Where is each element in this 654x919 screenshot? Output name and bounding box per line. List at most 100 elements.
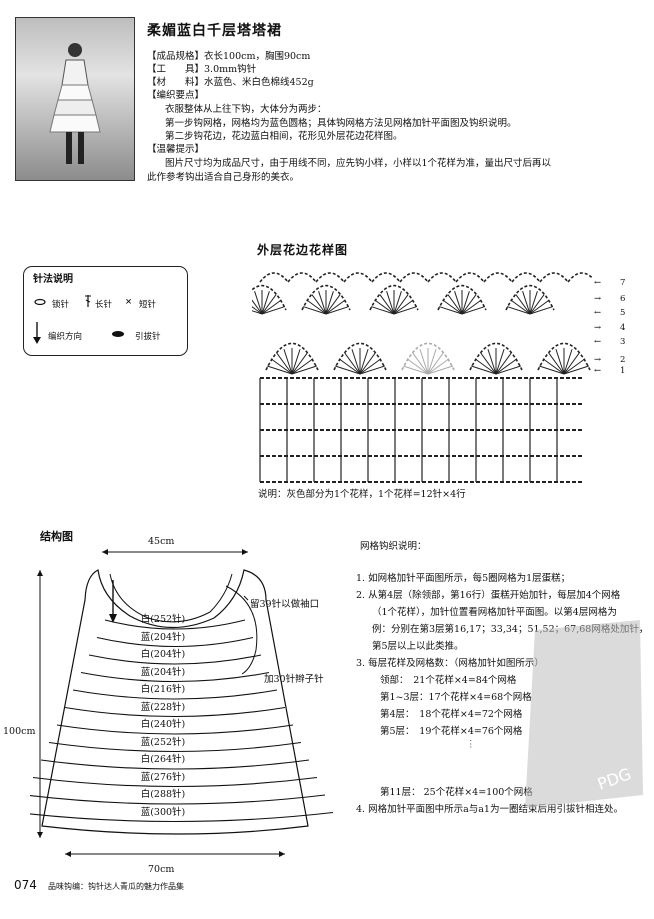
tier-line bbox=[32, 776, 318, 788]
fan-edge bbox=[265, 342, 319, 371]
sleeve-note: 留39针以做袖口 bbox=[250, 599, 320, 610]
fan-stitch bbox=[374, 299, 395, 315]
chain-stitch-icon bbox=[34, 298, 46, 306]
spec-size: 【成品规格】衣长100cm，胸围90cm bbox=[147, 51, 311, 62]
fan-stitch bbox=[419, 349, 429, 375]
garment-photo bbox=[15, 17, 135, 181]
fan-stitch bbox=[267, 365, 293, 375]
scallop-edge bbox=[483, 272, 513, 283]
row-number-1: 1 bbox=[620, 366, 626, 376]
fan-stitch bbox=[442, 299, 463, 315]
fan-stitch bbox=[412, 352, 429, 375]
tier-label: 白(240针) bbox=[140, 719, 186, 730]
fan-stitch bbox=[439, 306, 463, 315]
fan-stitch bbox=[563, 365, 589, 375]
tier-label: 蓝(228针) bbox=[140, 701, 186, 713]
fan-stitch bbox=[427, 352, 444, 375]
crochet-pattern-chart bbox=[252, 272, 592, 483]
fan-stitch bbox=[252, 306, 263, 315]
fan-stitch bbox=[325, 299, 346, 315]
fan-stitch bbox=[276, 352, 293, 375]
fan-stitch bbox=[351, 349, 361, 375]
note-item-2b: （1个花样），加针位置看网格加针平面图。以第4层网格为 bbox=[372, 607, 617, 618]
fan-stitch bbox=[291, 365, 317, 375]
note-layer-11: 第11层： 25个花样×4=100个网格 bbox=[380, 787, 533, 798]
fan-stitch bbox=[529, 294, 545, 315]
note-item-3: 3. 每层花样及网格数：（网格加针如图所示） bbox=[356, 658, 544, 669]
model-figure-icon bbox=[49, 43, 101, 164]
legend-direction: 编织方向 bbox=[48, 332, 83, 342]
fan-stitch bbox=[254, 291, 263, 315]
fan-stitch bbox=[393, 294, 409, 315]
fan-stitch bbox=[427, 358, 450, 375]
fan-edge bbox=[369, 284, 419, 311]
note-layer-4: 第4层： 18个花样×4=72个网格 bbox=[380, 709, 523, 720]
spec-material: 【材 料】水蓝色、米白色棉线452g bbox=[147, 77, 314, 88]
top-width-label: 45cm bbox=[148, 536, 175, 547]
fan-stitch bbox=[359, 358, 382, 375]
row-number-7: 7 bbox=[620, 278, 626, 288]
tier-line bbox=[104, 619, 246, 630]
tier-line bbox=[30, 811, 334, 823]
fan-stitch bbox=[325, 291, 334, 315]
row-number-4: 4 bbox=[620, 323, 626, 333]
scallop-edge bbox=[511, 272, 541, 283]
note-item-2a: 2. 从第4层（除领部，第16行）蛋糕开始加针，每层加4个网格 bbox=[356, 590, 621, 601]
fan-stitch bbox=[261, 294, 277, 315]
watermark-seal: PDG bbox=[525, 620, 643, 808]
pattern-caption: 说明：灰色部分为1个花样，1个花样=12针×4行 bbox=[258, 489, 466, 500]
tips-line-2: 此作参考钩出适合自己身形的美衣。 bbox=[147, 172, 300, 183]
fan-stitch bbox=[252, 310, 263, 315]
point-2: 第一步钩网格，网格均为蓝色圆格；具体钩网格方法见网格加针平面图及钩织说明。 bbox=[165, 118, 517, 129]
scallop-edge bbox=[455, 272, 485, 283]
fan-stitch bbox=[461, 306, 485, 315]
fan-stitch bbox=[447, 294, 463, 315]
structure-title: 结构图 bbox=[40, 530, 73, 543]
tier-line bbox=[48, 741, 302, 753]
scallop-edge bbox=[287, 272, 317, 283]
point-3: 第二步钩花边，花边蓝白相间，花形见外层花边花样图。 bbox=[165, 131, 403, 142]
fan-stitch bbox=[474, 358, 497, 375]
note-layer-5: 第5层： 19个花样×4=76个网格 bbox=[380, 726, 523, 737]
fan-stitch bbox=[291, 358, 314, 375]
row-number-2: 2 bbox=[620, 355, 626, 365]
tier-line bbox=[80, 671, 270, 683]
row-number-list: ← 7 → 6 ← 5 → 4 ← 3 → 2 ← 1 bbox=[594, 278, 634, 378]
fan-stitch bbox=[386, 291, 395, 315]
fan-edge bbox=[252, 284, 287, 311]
structure-diagram bbox=[30, 549, 334, 857]
fan-stitch bbox=[283, 349, 293, 375]
fan-stitch bbox=[454, 291, 463, 315]
scallop-edge bbox=[567, 272, 592, 283]
scallop-edge bbox=[315, 272, 345, 283]
spec-points-label: 【编织要点】 bbox=[147, 90, 205, 101]
row-arrow-2: → bbox=[594, 355, 602, 365]
tier-line bbox=[72, 689, 278, 700]
tier-label: 白(252针) bbox=[140, 614, 186, 625]
double-crochet-icon bbox=[85, 295, 91, 307]
note-item-2c: 例：分别在第3层第16,17；33,34；51,52；67,68网格处加针， bbox=[372, 624, 649, 635]
fan-stitch bbox=[325, 306, 349, 315]
height-label: 100cm bbox=[3, 726, 36, 737]
fan-stitch bbox=[563, 358, 586, 375]
note-neck: 领部： 21个花样×4=84个网格 bbox=[380, 675, 517, 686]
legend-slip: 引拔针 bbox=[135, 332, 161, 342]
fan-stitch bbox=[270, 358, 293, 375]
row-number-6: 6 bbox=[620, 294, 626, 304]
fan-stitch bbox=[539, 365, 565, 375]
tier-label: 白(288针) bbox=[140, 789, 186, 800]
scallop-edge bbox=[399, 272, 429, 283]
pattern-title: 外层花边花样图 bbox=[257, 243, 349, 257]
fan-stitch bbox=[393, 306, 417, 315]
tips-line-1: 图片尺寸均为成品尺寸，由于用线不同，应先钩小样，小样以1个花样为准，量出尺寸后再… bbox=[165, 158, 552, 169]
tier-line bbox=[40, 759, 310, 770]
fan-stitch bbox=[344, 352, 361, 375]
row-number-3: 3 bbox=[620, 337, 626, 347]
vertical-ellipsis-icon: ⋮ bbox=[466, 739, 476, 750]
fan-stitch bbox=[359, 352, 376, 375]
tier-label: 蓝(276针) bbox=[140, 771, 186, 783]
row-arrow-7: ← bbox=[594, 278, 602, 288]
fan-stitch bbox=[338, 358, 361, 375]
fan-stitch bbox=[261, 299, 282, 315]
page-title: 柔媚蓝白千层塔塔裙 bbox=[147, 23, 282, 39]
